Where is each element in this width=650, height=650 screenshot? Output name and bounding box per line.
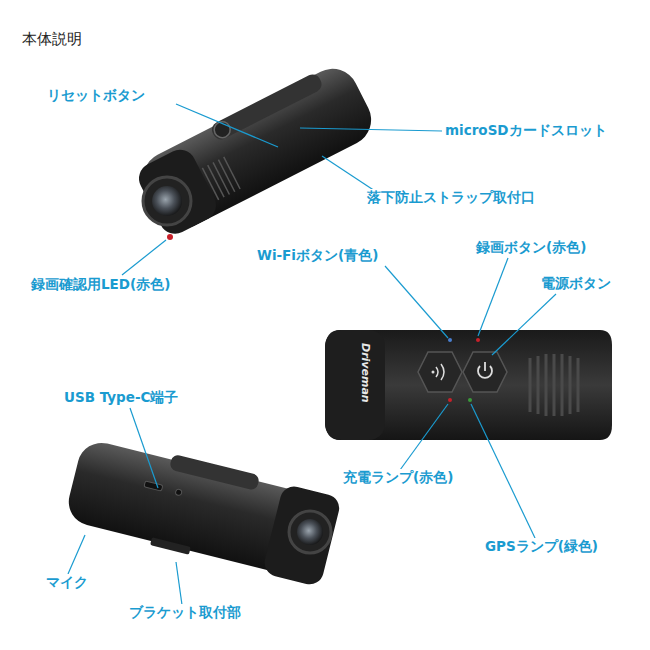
page-title: 本体説明 [22,30,82,48]
part-label: マイク [45,574,89,590]
lens [297,519,323,545]
brand-logo: Driveman [359,343,372,403]
lens-ring [143,177,191,225]
camera-view-front [131,58,380,239]
led [167,234,173,240]
part-label: Wi-Fiボタン(青色) [256,247,379,263]
part-label: USB Type-C端子 [63,389,179,405]
part-label: リセットボタン [46,87,146,103]
camera-view-top [325,330,612,440]
part-label: 電源ボタン [540,275,612,291]
lens-ring [289,511,331,553]
part-label: GPSランプ(緑色) [484,538,599,554]
part-label: 録画確認用LED(赤色) [30,276,171,292]
leader-lines [68,104,556,605]
part-label: 充電ランプ(赤色) [342,469,454,485]
lens [152,186,182,216]
part-label: ブラケット取付部 [128,604,242,620]
camera-view-side [63,432,343,587]
part-label: microSDカードスロット [444,122,608,138]
part-label: 落下防止ストラップ取付口 [366,189,536,205]
part-label: 録画ボタン(赤色) [475,239,587,255]
